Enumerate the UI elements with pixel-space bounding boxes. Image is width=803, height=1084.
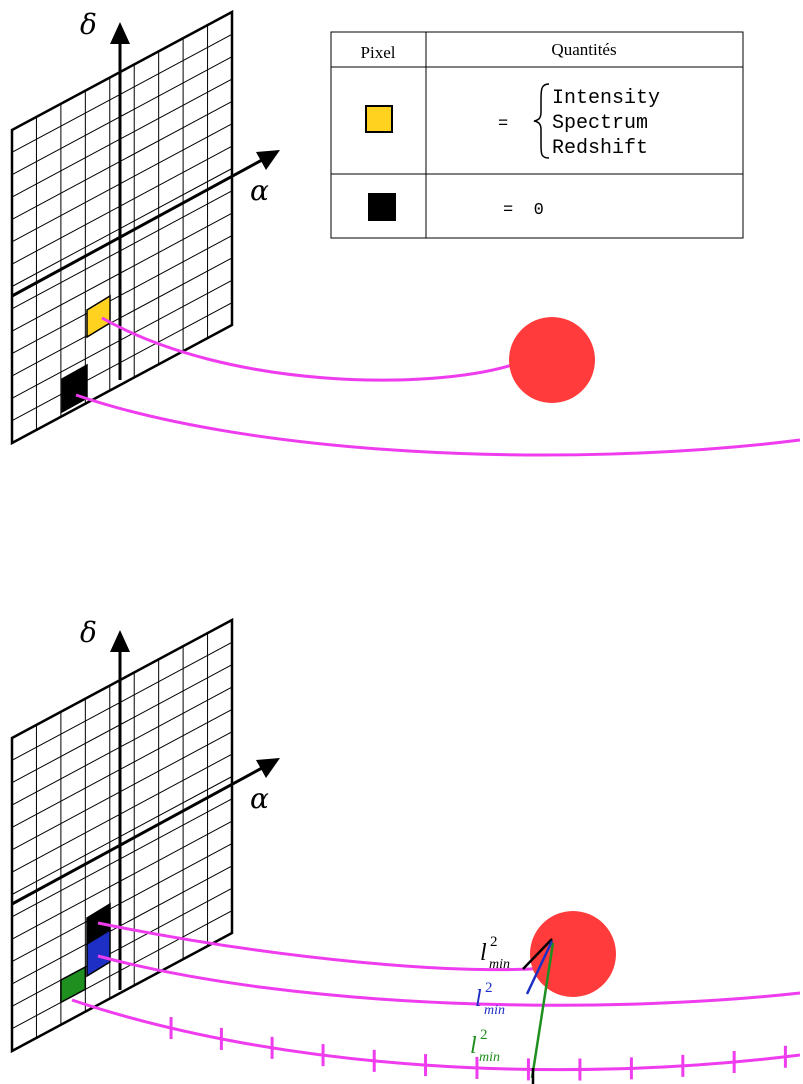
grid-row-line bbox=[11, 641, 233, 761]
grid-row-line bbox=[11, 190, 233, 310]
ray-black bbox=[97, 921, 546, 972]
grid-row-line bbox=[11, 212, 233, 332]
green-pixel bbox=[60, 965, 87, 1004]
curly-brace bbox=[533, 83, 550, 159]
lmin-sub: min bbox=[489, 957, 510, 972]
source-circle bbox=[509, 317, 595, 403]
grid-row-line bbox=[11, 731, 233, 851]
lmin-sup: 2 bbox=[480, 1027, 488, 1043]
table-header-pixel: Pixel bbox=[361, 43, 396, 62]
alpha-arrowhead bbox=[256, 150, 280, 170]
alpha-axis bbox=[11, 766, 263, 906]
zero-value: = 0 bbox=[503, 201, 544, 220]
lmin-sup: 2 bbox=[485, 980, 493, 996]
ray-black bbox=[75, 393, 801, 457]
grid-row-line bbox=[11, 798, 233, 918]
lmin-segment-black bbox=[522, 938, 553, 970]
ray-green-ticked bbox=[71, 998, 801, 1072]
delta-label: δ bbox=[80, 8, 97, 41]
quantities-table: Pixel Quantités = Intensity Spectrum Red… bbox=[330, 31, 744, 239]
grid-row-line bbox=[11, 78, 233, 198]
lmin-label-blue: l 2 min bbox=[475, 980, 505, 1018]
lmin-base: l bbox=[480, 940, 487, 966]
equals-sign: = bbox=[498, 115, 508, 134]
lmin-label-black: l 2 min bbox=[480, 934, 510, 972]
grid-row-line bbox=[11, 123, 233, 243]
grid-row-line bbox=[11, 843, 233, 963]
grid-row-line bbox=[11, 100, 233, 220]
delta-arrowhead bbox=[110, 630, 130, 652]
grid-row-line bbox=[11, 302, 233, 422]
grid-row-line bbox=[11, 279, 233, 399]
table-header-quantities: Quantités bbox=[551, 40, 616, 59]
quantity-spectrum: Spectrum bbox=[552, 112, 648, 135]
bottom-panel: δ α l 2 min l 2 min l 2 min bbox=[10, 616, 801, 1084]
source-circle bbox=[530, 911, 616, 997]
grid-row-line bbox=[11, 257, 233, 377]
lmin-base: l bbox=[475, 986, 482, 1012]
grid-row-line bbox=[11, 776, 233, 895]
ray-yellow-to-source bbox=[101, 316, 513, 382]
grid-row-line bbox=[11, 235, 233, 355]
top-panel: δ α Pixel Quantités = Intensity Spectrum… bbox=[10, 8, 801, 457]
grid-row-line bbox=[11, 664, 233, 784]
ray-ticks bbox=[169, 1017, 787, 1081]
lmin-sup: 2 bbox=[490, 934, 498, 950]
grid-row-line bbox=[11, 820, 233, 940]
ray-blue bbox=[97, 954, 801, 1007]
lmin-base: l bbox=[470, 1033, 477, 1059]
grid-row-line bbox=[11, 753, 233, 873]
black-pixel-swatch bbox=[368, 193, 396, 221]
alpha-label: α bbox=[250, 782, 269, 815]
grid-row-line bbox=[11, 686, 233, 806]
yellow-pixel-swatch bbox=[365, 105, 393, 133]
grid-frame bbox=[10, 617, 234, 1054]
lmin-label-green: l 2 min bbox=[470, 1027, 500, 1065]
grid-frame bbox=[10, 9, 234, 446]
delta-arrowhead bbox=[110, 22, 130, 44]
grid-row-line bbox=[11, 145, 233, 265]
bottom-grid bbox=[10, 617, 234, 1054]
alpha-arrowhead bbox=[256, 758, 280, 778]
grid-row-line bbox=[11, 708, 233, 828]
table-frame bbox=[330, 31, 744, 239]
grid-row-line bbox=[11, 865, 233, 985]
quantity-redshift: Redshift bbox=[552, 137, 648, 160]
alpha-label: α bbox=[250, 174, 269, 207]
grid-row-line bbox=[11, 33, 233, 153]
blue-pixel bbox=[86, 928, 111, 978]
yellow-pixel bbox=[86, 294, 111, 339]
lmin-segment-green bbox=[530, 942, 555, 1079]
delta-label: δ bbox=[80, 616, 97, 649]
grid-row-line bbox=[11, 910, 233, 1030]
grid-row-line bbox=[11, 168, 233, 287]
lmin-segment-blue bbox=[525, 940, 554, 995]
top-grid bbox=[10, 9, 234, 446]
lmin-sub: min bbox=[484, 1003, 505, 1018]
lmin-sub: min bbox=[479, 1050, 500, 1065]
quantity-intensity: Intensity bbox=[552, 87, 660, 110]
alpha-axis bbox=[11, 158, 263, 298]
grid-row-line bbox=[11, 887, 233, 1007]
grid-row-line bbox=[11, 56, 233, 176]
